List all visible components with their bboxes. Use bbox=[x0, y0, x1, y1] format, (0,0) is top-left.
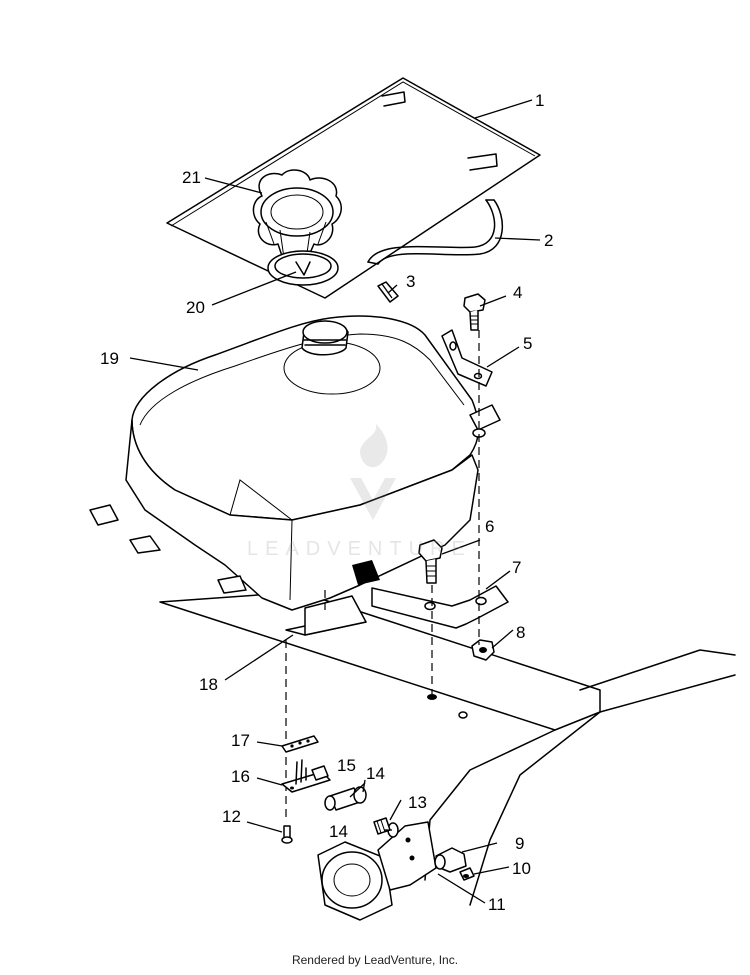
callout-15: 15 bbox=[337, 756, 356, 775]
callout-9: 9 bbox=[515, 834, 524, 853]
part-2-vent-hose bbox=[367, 199, 504, 265]
part-15-fuel-line bbox=[324, 787, 361, 811]
leadventure-logo-icon bbox=[350, 424, 396, 520]
part-8-nut bbox=[471, 639, 495, 661]
part-21-fuel-cap bbox=[252, 169, 342, 263]
callout-14a: 14 bbox=[366, 764, 385, 783]
callout-20: 20 bbox=[186, 298, 205, 317]
part-20-gasket bbox=[267, 250, 339, 286]
part-19-fuel-tank bbox=[89, 315, 501, 611]
callout-12: 12 bbox=[222, 807, 241, 826]
part-17-plate bbox=[281, 735, 319, 753]
watermark-text: LEADVENTURE bbox=[247, 538, 472, 560]
part-16-fuel-valve bbox=[281, 759, 331, 793]
leader-lines bbox=[129, 99, 541, 904]
callout-1: 1 bbox=[535, 91, 544, 110]
callout-19: 19 bbox=[100, 349, 119, 368]
part-3-vent-fitting bbox=[377, 281, 399, 303]
callout-21: 21 bbox=[182, 168, 201, 187]
callout-2: 2 bbox=[544, 231, 553, 250]
callout-7: 7 bbox=[512, 558, 521, 577]
part-1-heat-shield bbox=[166, 77, 541, 299]
callout-8: 8 bbox=[516, 623, 525, 642]
callout-5: 5 bbox=[523, 334, 532, 353]
part-10-screw bbox=[459, 867, 475, 881]
part-4-bolt bbox=[463, 293, 486, 331]
callout-3: 3 bbox=[406, 272, 415, 291]
part-18-pad bbox=[285, 595, 367, 636]
callout-4: 4 bbox=[513, 283, 522, 302]
callout-18: 18 bbox=[199, 675, 218, 694]
part-12-screw bbox=[281, 825, 293, 844]
callout-11: 11 bbox=[488, 895, 506, 914]
callout-17: 17 bbox=[231, 731, 250, 750]
callout-10: 10 bbox=[512, 859, 531, 878]
footer-credit: Rendered by LeadVenture, Inc. bbox=[291, 953, 459, 967]
part-11-frame-bracket bbox=[317, 821, 437, 921]
part-6-bolt bbox=[418, 539, 443, 584]
callout-16: 16 bbox=[231, 767, 250, 786]
assembly-lines bbox=[285, 330, 480, 822]
callouts: 1 2 3 4 5 6 7 8 9 10 11 12 13 14 14 15 1… bbox=[100, 91, 553, 914]
callout-14b: 14 bbox=[329, 822, 348, 841]
callout-13: 13 bbox=[408, 793, 427, 812]
part-9-clamp bbox=[434, 847, 467, 873]
callout-6: 6 bbox=[485, 517, 494, 536]
